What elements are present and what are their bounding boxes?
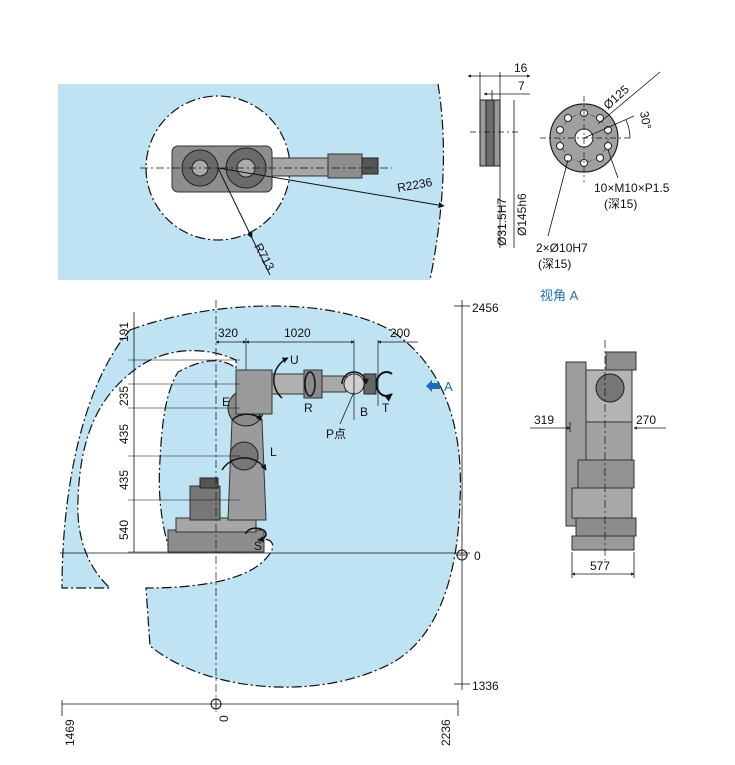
dim-flange-7: 7 [518, 79, 525, 93]
view-a-title: 视角 A [540, 288, 579, 303]
dim-319: 319 [534, 413, 554, 427]
axis-u-label: U [290, 353, 299, 367]
axis-t-label: T [382, 401, 390, 415]
dim-bore: Ø31.5H7 [495, 198, 509, 246]
dim-2456: 2456 [472, 301, 499, 315]
dim-191: 191 [117, 322, 131, 342]
axis-b-label: B [360, 405, 368, 419]
dim-1020: 1020 [284, 326, 311, 340]
radius-outer-label: R2236 [396, 175, 434, 195]
side-view: 320 1020 200 191 235 435 435 540 2456 0 … [60, 300, 499, 746]
axis-s-label: S [254, 539, 262, 553]
dim-outer-diameter: Ø145h6 [515, 193, 529, 236]
tap-depth-label: (深15) [604, 197, 637, 211]
dim-1336: 1336 [472, 679, 499, 693]
view-a-arrow-icon [426, 380, 440, 392]
dim-zero-vertical: 0 [474, 549, 481, 563]
tap-holes-label: 10×M10×P1.5 [594, 181, 670, 195]
axis-r-label: R [304, 401, 313, 415]
rear-view: 319 270 577 [530, 340, 666, 578]
dim-1469: 1469 [63, 719, 77, 746]
dim-200: 200 [390, 326, 410, 340]
dim-2236: 2236 [439, 719, 453, 746]
dim-435-lower: 435 [117, 470, 131, 490]
p-point-label: P点 [326, 427, 346, 441]
dim-540: 540 [117, 520, 131, 540]
pin-depth-label: (深15) [538, 257, 571, 271]
dim-flange-16: 16 [514, 61, 528, 75]
dim-235: 235 [117, 386, 131, 406]
dim-pitch-circle: Ø125 [601, 82, 632, 112]
axis-l-label: L [270, 445, 277, 459]
top-view: R2236 R713 [58, 83, 445, 281]
dim-435-upper: 435 [117, 424, 131, 444]
view-a-arrow-label: A [444, 379, 453, 394]
side-view-robot [167, 369, 377, 553]
flange-detail: 16 7 Ø31.5H7 Ø145h6 Ø125 30° 10×M10×P1.5 [467, 61, 670, 303]
pin-holes-label: 2×Ø10H7 [536, 241, 588, 255]
dim-angle: 30° [637, 110, 654, 130]
axis-e-label: E [222, 395, 230, 409]
dim-320: 320 [218, 326, 238, 340]
dim-zero-horizontal: 0 [217, 715, 231, 722]
dim-270: 270 [636, 413, 656, 427]
dim-577: 577 [590, 559, 610, 573]
